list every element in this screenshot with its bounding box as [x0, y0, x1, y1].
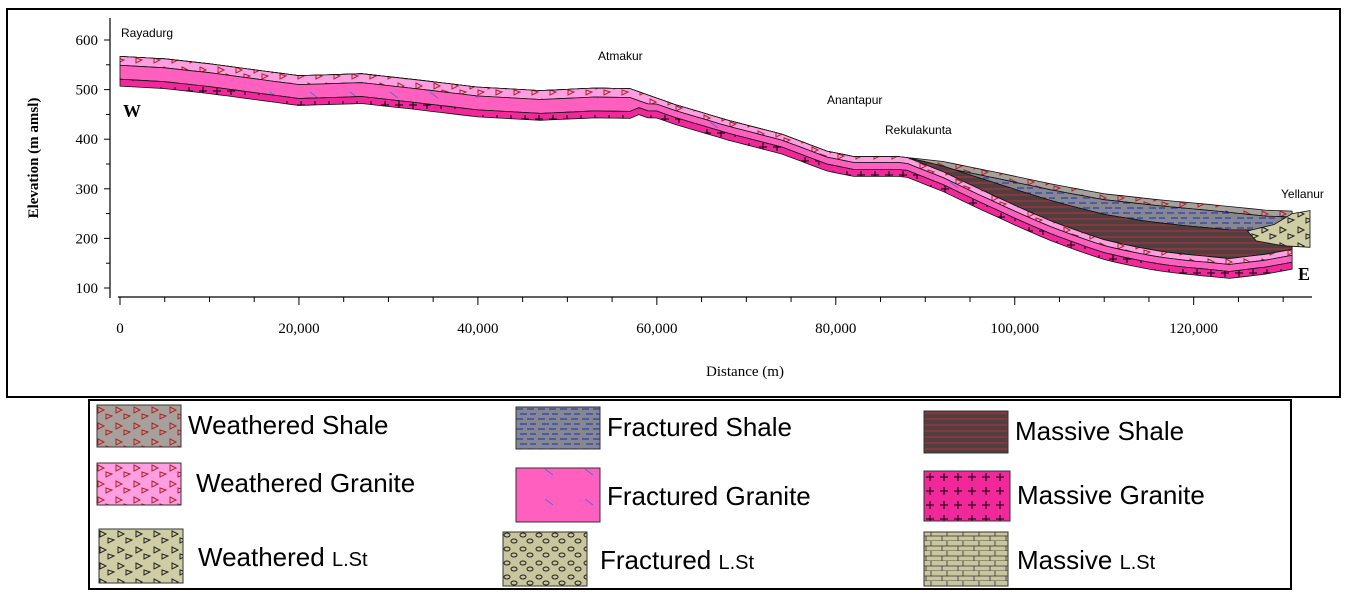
x-axis-label: Distance (m)	[706, 364, 784, 380]
y-axis-ticks: 100 200 300 400 500 600	[76, 33, 110, 297]
legend-label: Weathered L.St	[198, 542, 368, 572]
place-label: Anantapur	[827, 93, 882, 107]
massive-granite-swatch	[923, 470, 1011, 522]
y-tick-label: 600	[76, 33, 99, 49]
direction-east: E	[1298, 264, 1310, 284]
fractured-lst-swatch	[502, 531, 588, 587]
legend-label: Fractured Granite	[607, 481, 811, 511]
x-tick-label: 40,000	[457, 321, 498, 337]
legend-label: Fractured L.St	[600, 545, 755, 575]
x-tick-label: 100,000	[990, 321, 1039, 337]
y-tick-label: 100	[76, 281, 99, 297]
place-label: Atmakur	[598, 49, 643, 63]
legend-label: Weathered Shale	[188, 410, 389, 440]
legend: Weathered Shale Fractured Shale Massive …	[88, 399, 1292, 590]
legend-label: Massive L.St	[1017, 545, 1156, 575]
legend-label: Weathered Granite	[196, 468, 416, 498]
direction-west: W	[123, 101, 141, 121]
legend-label: Massive Granite	[1017, 480, 1205, 510]
massive-lst-swatch	[923, 531, 1009, 587]
legend-label: Fractured Shale	[607, 412, 792, 442]
y-tick-label: 200	[76, 231, 99, 247]
x-tick-label: 60,000	[636, 321, 677, 337]
limestone-layer	[1246, 210, 1311, 248]
weathered-shale-swatch	[96, 404, 182, 448]
x-tick-label: 20,000	[278, 321, 319, 337]
fractured-shale-swatch	[515, 406, 601, 450]
y-axis-label: Elevation (m amsl)	[26, 98, 42, 219]
weathered-granite-swatch	[96, 462, 182, 506]
massive-shale-swatch	[923, 410, 1009, 454]
massive-granite-layer	[119, 78, 1293, 279]
legend-label: Massive Shale	[1015, 416, 1185, 446]
x-axis-ticks: 0 20,000 40,000 60,000 80,000 100,000 120,000	[116, 297, 1284, 337]
x-tick-label: 80,000	[815, 321, 856, 337]
place-label: Rayadurg	[121, 26, 173, 40]
y-tick-label: 400	[76, 132, 99, 148]
weathered-lst-swatch	[98, 528, 184, 584]
rock-layers	[119, 55, 1311, 279]
y-tick-label: 500	[76, 83, 99, 99]
place-label: Yellanur	[1281, 187, 1324, 201]
x-tick-label: 0	[116, 321, 124, 337]
place-label: Rekulakunta	[885, 123, 952, 137]
y-tick-label: 300	[76, 182, 99, 198]
fractured-granite-swatch	[515, 467, 601, 523]
x-tick-label: 120,000	[1169, 321, 1218, 337]
